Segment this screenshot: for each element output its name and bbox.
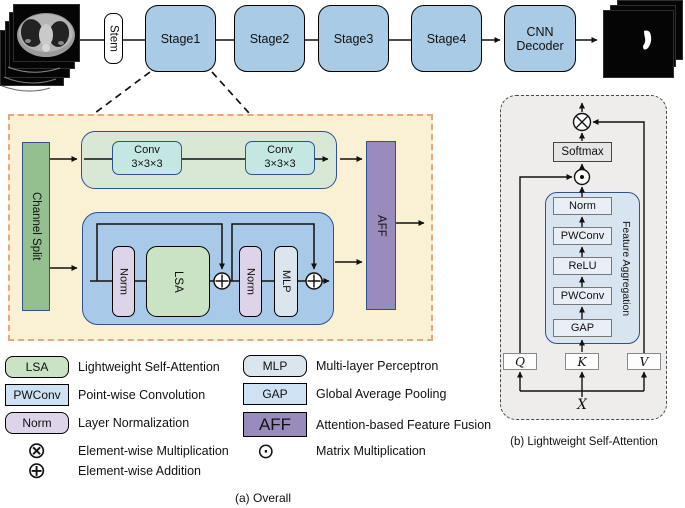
legend-mlp-desc: Multi-layer Perceptron: [316, 359, 439, 373]
lsa-block: LSA: [146, 246, 210, 317]
norm2-label: Norm: [244, 268, 257, 295]
fa-relu-label: ReLU: [568, 260, 597, 272]
fa-pwconv2-label: PWConv: [560, 290, 605, 302]
cnn-decoder-label: CNN Decoder: [516, 24, 564, 53]
legend-matmul-desc: Matrix Multiplication: [316, 444, 426, 458]
stage2-block: Stage2: [234, 5, 305, 72]
feature-aggregation-text: Feature Aggregation: [620, 221, 632, 317]
k-block: K: [565, 353, 599, 370]
legend-gap-desc: Global Average Pooling: [316, 387, 447, 401]
legend-aff-desc: Attention-based Feature Fusion: [316, 418, 492, 432]
legend-norm-box: Norm: [5, 412, 69, 434]
fa-pwconv1-block: PWConv: [553, 227, 612, 245]
mlp-label: MLP: [280, 270, 292, 293]
conv2-label: Conv 3×3×3: [264, 144, 295, 172]
channel-split-block: Channel Split: [22, 142, 50, 311]
conv2-line1: Conv: [267, 144, 293, 157]
norm1-label: Norm: [117, 268, 130, 295]
x-text: X: [577, 397, 587, 413]
stage4-block: Stage4: [411, 5, 482, 72]
stem-block: Stem: [104, 13, 123, 64]
cnn-decoder-block: CNN Decoder: [504, 5, 576, 72]
caption-b: (b) Lightweight Self-Attention: [510, 436, 658, 448]
fa-gap-label: GAP: [570, 322, 595, 334]
conv1-line1: Conv: [134, 144, 160, 157]
fa-pwconv1-label: PWConv: [560, 230, 605, 242]
x-input-label: X: [567, 397, 597, 413]
q-label: Q: [515, 354, 525, 369]
feature-aggregation-rotated-label: Feature Aggregation: [614, 200, 638, 338]
legend-norm-desc: Layer Normalization: [78, 416, 190, 430]
mlp-block: MLP: [274, 246, 298, 317]
legend-lsa-desc: Lightweight Self-Attention: [78, 360, 220, 374]
q-block: Q: [503, 353, 537, 370]
fa-pwconv2-block: PWConv: [553, 287, 612, 305]
legend-gap-box: GAP: [243, 383, 307, 405]
legend-aff-box: AFF: [243, 412, 307, 437]
v-label: V: [639, 354, 649, 369]
conv1-line2: 3×3×3: [131, 158, 163, 170]
legend-pwconv-desc: Point-wise Convolution: [78, 388, 206, 402]
fa-relu-block: ReLU: [553, 257, 612, 275]
matrix-multiply-icon: ⊙: [257, 439, 275, 463]
mask-front: [603, 10, 674, 78]
ct-axial-image: [17, 13, 75, 57]
caption-a: (a) Overall: [234, 491, 291, 505]
stage4-label: Stage4: [426, 31, 467, 46]
fa-gap-block: GAP: [553, 319, 612, 337]
ct-stack-edge-arcs: [1, 66, 61, 92]
v-block: V: [627, 353, 661, 370]
legend-mlp-key: MLP: [262, 359, 288, 373]
channel-split-label: Channel Split: [30, 192, 42, 261]
stage1-block: Stage1: [145, 5, 216, 72]
norm2-block: Norm: [239, 246, 262, 317]
aff-block: AFF: [366, 141, 396, 310]
segmentation-output-stack: [603, 0, 685, 80]
elementwise-add-icon: ⊕: [27, 458, 47, 484]
softmax-label: Softmax: [561, 146, 604, 158]
stage1-zoom-dashed-lines: [94, 71, 250, 114]
stage3-block: Stage3: [318, 5, 389, 72]
legend-lsa-key: LSA: [25, 360, 49, 374]
legend-lsa-box: LSA: [5, 356, 69, 378]
stage1-label: Stage1: [160, 31, 201, 46]
elementwise-multiply-icon: ⊗: [27, 438, 47, 464]
lsa-label: LSA: [172, 270, 184, 293]
legend-add-desc: Element-wise Addition: [78, 464, 201, 478]
fa-norm-label: Norm: [569, 200, 596, 212]
conv-block-2: Conv 3×3×3: [245, 141, 315, 175]
legend-gap-key: GAP: [262, 387, 288, 401]
stem-label: Stem: [107, 25, 120, 52]
legend-norm-key: Norm: [22, 416, 52, 430]
stage3-label: Stage3: [333, 31, 374, 46]
stage2-label: Stage2: [249, 31, 290, 46]
ct-input-stack: [0, 0, 90, 96]
fa-norm-block: Norm: [553, 197, 612, 215]
legend-pwconv-box: PWConv: [5, 384, 69, 406]
aff-label: AFF: [375, 214, 387, 237]
conv-block-1: Conv 3×3×3: [112, 141, 182, 175]
legend-aff-key: AFF: [258, 414, 292, 434]
k-label: K: [577, 354, 587, 369]
softmax-block: Softmax: [553, 142, 612, 162]
legend-mlp-box: MLP: [243, 355, 307, 377]
ct-slice-front: [13, 4, 80, 62]
conv1-label: Conv 3×3×3: [131, 144, 162, 172]
norm1-block: Norm: [112, 246, 135, 317]
conv2-line2: 3×3×3: [264, 158, 296, 170]
segmentation-mask-image: [643, 30, 652, 50]
legend-multiply-desc: Element-wise Multiplication: [78, 444, 229, 458]
legend-pwconv-key: PWConv: [13, 388, 61, 402]
